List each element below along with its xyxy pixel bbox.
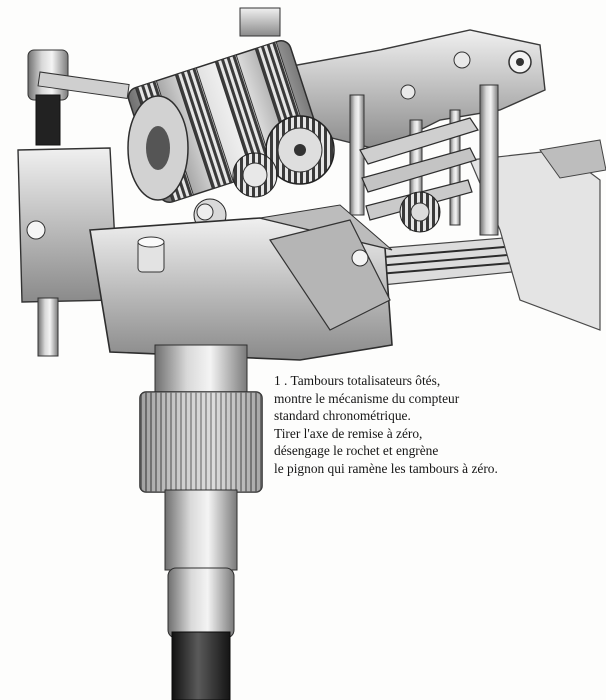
gear-cluster: [193, 115, 441, 233]
caption-line: 1 . Tambours totalisateurs ôtés,: [274, 373, 441, 388]
base-block: [89, 203, 393, 361]
ratchet-rails: [359, 139, 606, 331]
caption-line: désengage le rochet et engrène: [274, 443, 439, 459]
caption-line: montre le mécanisme du compteur: [274, 390, 460, 406]
left-bracket: [17, 7, 281, 357]
figure-caption: 1 . Tambours totalisateurs ôtés, montre …: [274, 372, 594, 478]
caption-line: standard chronométrique.: [274, 408, 411, 424]
caption-line: le pignon qui ramène les tambours à zéro…: [274, 460, 498, 476]
caption-line: Tirer l'axe de remise à zéro,: [274, 425, 423, 441]
drive-shaft: [139, 344, 263, 700]
frame-plate: [268, 29, 546, 151]
